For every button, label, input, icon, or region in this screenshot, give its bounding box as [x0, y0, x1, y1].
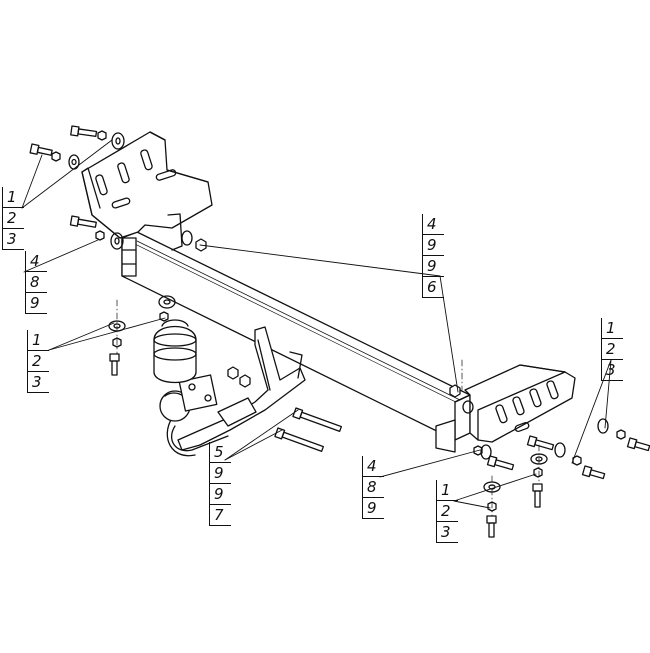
- callout-number: 2: [28, 351, 49, 372]
- callout-number: 4: [423, 214, 444, 235]
- callout-number: 5: [210, 442, 231, 463]
- bolts: [29, 125, 650, 538]
- callout-4-8-9-left: 4 8 9: [25, 251, 47, 314]
- callout-number: 2: [3, 208, 24, 229]
- leader-lines: [21, 139, 612, 509]
- callout-number: 3: [3, 229, 24, 250]
- callout-number: 7: [210, 505, 231, 526]
- nuts: [51, 130, 626, 512]
- left-mounting-bracket: [81, 131, 213, 251]
- callout-number: 2: [602, 339, 623, 360]
- tow-ball: [159, 374, 218, 422]
- callout-number: 6: [423, 277, 444, 298]
- callout-stack: 4 8 9: [362, 456, 384, 519]
- callout-stack: 1 2 3: [2, 187, 24, 250]
- callout-1-2-3-right: 1 2 3: [601, 318, 623, 381]
- callout-number: 4: [26, 251, 47, 272]
- callout-1-2-3-bottom-right: 1 2 3: [436, 480, 458, 543]
- callout-number: 9: [210, 484, 231, 505]
- callout-number: 3: [602, 360, 623, 381]
- callout-number: 9: [423, 235, 444, 256]
- callout-1-2-3-top-left: 1 2 3: [2, 187, 24, 250]
- callout-number: 4: [363, 456, 384, 477]
- callout-number: 8: [363, 477, 384, 498]
- callout-number: 9: [423, 256, 444, 277]
- callout-5-9-9-7-bottom: 5 9 9 7: [209, 442, 231, 526]
- callout-number: 1: [437, 480, 458, 501]
- callout-stack: 4 8 9: [25, 251, 47, 314]
- callout-4-9-9-6-center: 4 9 9 6: [422, 214, 444, 298]
- callout-stack: 1 2 3: [27, 330, 49, 393]
- ball-cover-cap: [153, 319, 197, 384]
- callout-number: 9: [363, 498, 384, 519]
- right-mounting-bracket: [464, 364, 576, 443]
- callout-number: 9: [210, 463, 231, 484]
- callout-number: 1: [602, 318, 623, 339]
- callout-4-8-9-bottom: 4 8 9: [362, 456, 384, 519]
- callout-stack: 4 9 9 6: [422, 214, 444, 298]
- callout-number: 1: [3, 187, 24, 208]
- callout-stack: 1 2 3: [436, 480, 458, 543]
- callout-number: 3: [437, 522, 458, 543]
- callout-number: 1: [28, 330, 49, 351]
- callout-number: 9: [26, 293, 47, 314]
- cross-beam: [121, 231, 471, 453]
- tow-ball-mount: [166, 326, 306, 457]
- callout-number: 3: [28, 372, 49, 393]
- callout-number: 2: [437, 501, 458, 522]
- callout-stack: 5 9 9 7: [209, 442, 231, 526]
- axis-lines: [116, 299, 540, 517]
- callout-1-2-3-mid-left: 1 2 3: [27, 330, 49, 393]
- callout-stack: 1 2 3: [601, 318, 623, 381]
- callout-number: 8: [26, 272, 47, 293]
